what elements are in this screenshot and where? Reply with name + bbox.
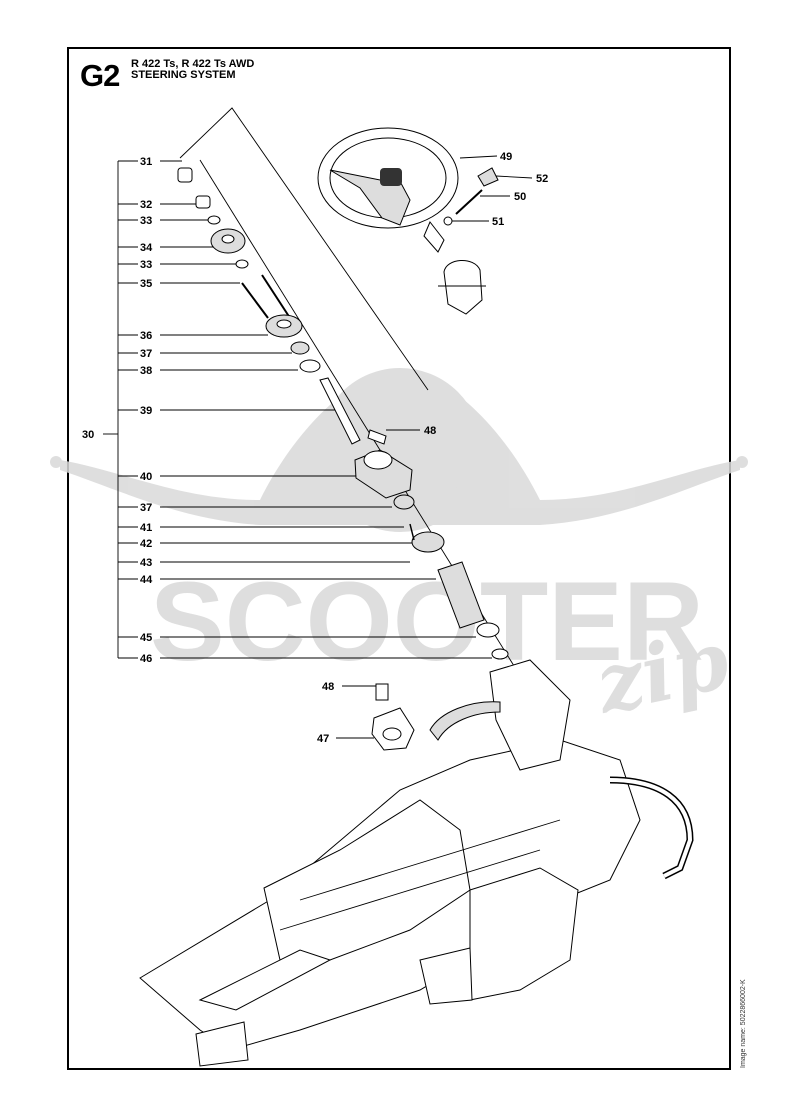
svg-text:37: 37	[140, 348, 152, 360]
part-45	[476, 622, 500, 638]
callout-44: 44	[118, 574, 436, 586]
svg-text:34: 34	[140, 242, 153, 254]
callout-31: 31	[118, 156, 182, 168]
watermark: SCOOTER zip	[50, 368, 748, 732]
callout-39: 39	[118, 405, 336, 417]
part-37-upper	[290, 341, 310, 355]
callout-37-lower: 37	[118, 502, 392, 514]
callout-33-lower: 33	[118, 259, 236, 271]
callout-46: 46	[118, 653, 492, 665]
callout-48-upper: 48	[386, 425, 436, 437]
callout-52: 52	[495, 173, 548, 185]
svg-text:49: 49	[500, 151, 512, 163]
svg-text:43: 43	[140, 557, 152, 569]
column-parts	[177, 167, 509, 660]
diagram-frame	[67, 47, 731, 1070]
svg-text:36: 36	[140, 330, 152, 342]
part-32	[195, 195, 211, 209]
diagram-title: STEERING SYSTEM	[131, 69, 236, 81]
callout-38: 38	[118, 365, 298, 377]
svg-text:51: 51	[492, 216, 504, 228]
svg-text:37: 37	[140, 502, 152, 514]
part-37-lower	[393, 494, 415, 510]
left-callouts: 31 32 33 34 33 35 36 37 38 39 40 37 41 4…	[118, 156, 492, 665]
callout-34: 34	[118, 242, 214, 254]
lower-callouts: 48 47	[317, 681, 376, 745]
callout-35: 35	[118, 278, 240, 290]
svg-text:33: 33	[140, 215, 152, 227]
chassis-frame	[139, 659, 694, 1067]
svg-text:41: 41	[140, 522, 152, 534]
callout-42: 42	[118, 538, 412, 550]
part-31	[177, 167, 193, 183]
callout-49: 49	[459, 151, 512, 163]
part-33-lower	[235, 259, 249, 269]
section-code: G2	[80, 58, 120, 93]
svg-text:46: 46	[140, 653, 152, 665]
svg-text:35: 35	[140, 278, 152, 290]
part-46	[491, 648, 509, 660]
steering-wheel	[317, 127, 459, 253]
part-39	[319, 377, 361, 445]
callout-40: 40	[118, 471, 356, 483]
svg-text:45: 45	[140, 632, 152, 644]
callout-47: 47	[317, 733, 374, 745]
svg-text:48: 48	[424, 425, 436, 437]
svg-text:42: 42	[140, 538, 152, 550]
watermark-text: SCOOTER	[150, 559, 704, 684]
part-33-upper	[207, 215, 221, 225]
group-bracket-30: 30	[82, 161, 119, 658]
part-48-upper	[367, 429, 387, 445]
right-callouts: 49 52 50 51 48	[386, 151, 548, 437]
callout-43: 43	[118, 557, 410, 569]
svg-text:31: 31	[140, 156, 152, 168]
part-38	[299, 359, 321, 373]
callout-32: 32	[118, 199, 198, 211]
part-35	[241, 282, 269, 319]
svg-text:47: 47	[317, 733, 329, 745]
part-44	[437, 561, 485, 629]
nut-51	[443, 216, 453, 226]
model-list: R 422 Ts, R 422 Ts AWD	[131, 58, 255, 70]
bolt-50	[455, 189, 483, 215]
hub-coupling	[438, 260, 486, 315]
svg-text:40: 40	[140, 471, 152, 483]
callout-48-lower: 48	[322, 681, 376, 693]
svg-text:32: 32	[140, 199, 152, 211]
svg-text:50: 50	[514, 191, 526, 203]
svg-text:48: 48	[322, 681, 334, 693]
bolt-48-lower	[375, 683, 389, 701]
part-41	[409, 523, 415, 541]
svg-text:39: 39	[140, 405, 152, 417]
svg-text:33: 33	[140, 259, 152, 271]
svg-text:44: 44	[140, 574, 153, 586]
part-42	[411, 531, 445, 553]
callout-45: 45	[118, 632, 476, 644]
svg-text:38: 38	[140, 365, 152, 377]
callout-33-upper: 33	[118, 215, 208, 227]
callout-30: 30	[82, 429, 94, 441]
callout-37-upper: 37	[118, 348, 292, 360]
callout-50: 50	[480, 191, 526, 203]
callout-41: 41	[118, 522, 404, 534]
callout-36: 36	[118, 330, 268, 342]
svg-text:52: 52	[536, 173, 548, 185]
bracket-47	[371, 683, 415, 751]
knob-52	[477, 167, 499, 187]
callout-51: 51	[452, 216, 504, 228]
